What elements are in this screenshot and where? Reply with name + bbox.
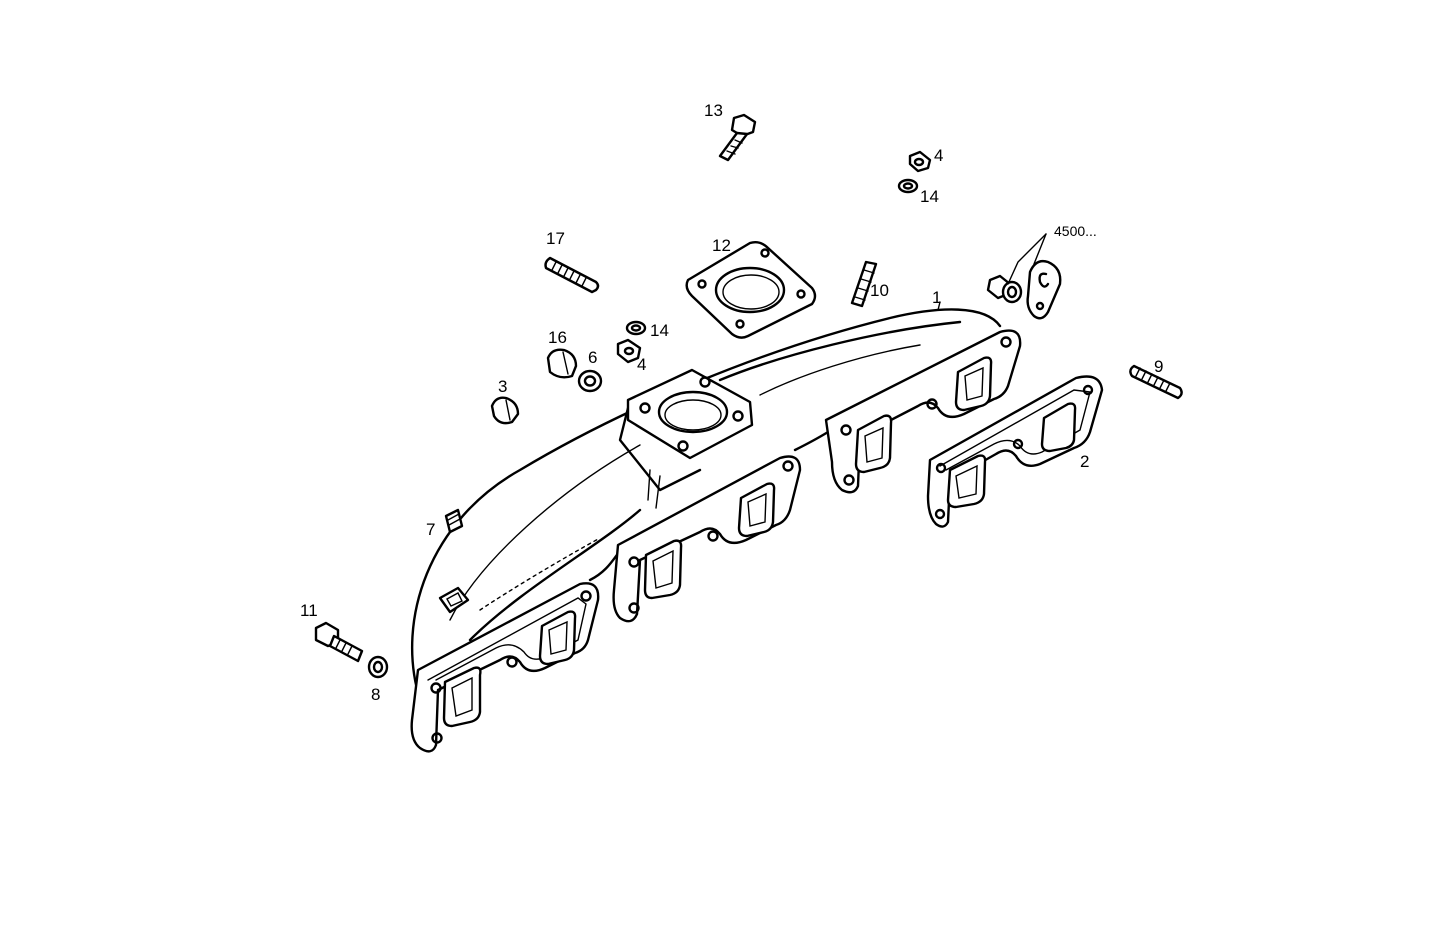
nut-4-top [908,150,932,173]
label-14-top: 14 [920,187,939,206]
label-4500: 4500... [1054,223,1097,239]
exhaust-manifold [410,308,1022,753]
lifting-bracket [986,233,1062,320]
label-16: 16 [548,328,567,347]
bolt-13 [718,113,757,162]
washer-14-top [897,178,919,194]
stud-9 [1129,364,1183,400]
washer-8 [367,655,389,679]
nut-4-left [616,338,642,364]
label-4-top: 4 [934,146,943,165]
bolt-11 [314,621,364,663]
label-6: 6 [588,348,597,367]
label-7: 7 [426,520,435,539]
plug-3 [490,396,520,425]
washer-6 [577,369,603,393]
label-8: 8 [371,685,380,704]
plug-7 [444,508,464,534]
manifold-gasket [926,375,1104,528]
label-3: 3 [498,377,507,396]
label-10: 10 [870,281,889,300]
stud-10 [850,260,878,308]
label-4-left: 4 [637,355,646,374]
label-11: 11 [300,601,318,620]
label-17: 17 [546,229,565,248]
label-13: 13 [704,101,723,120]
sleeve-16 [546,348,578,379]
leader-line-1 [937,301,941,311]
washer-14-left [625,320,647,336]
label-14-left: 14 [650,321,669,340]
label-1: 1 [932,288,941,307]
outlet-flange-gasket [685,240,817,339]
label-9: 9 [1154,357,1163,376]
label-12: 12 [712,236,731,255]
label-2: 2 [1080,452,1089,471]
stud-17 [544,256,600,294]
